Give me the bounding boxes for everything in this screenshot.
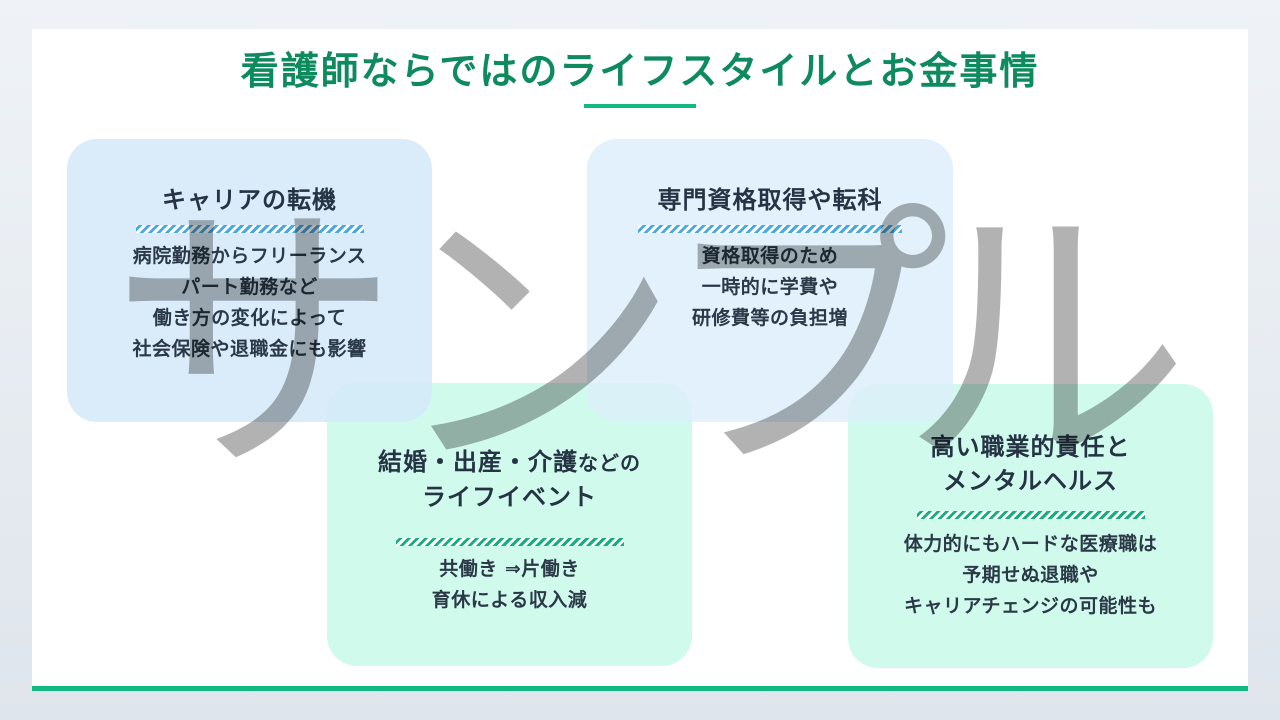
card-title: 結婚・出産・介護などの [327, 445, 692, 480]
card-title: 高い職業的責任と [930, 433, 1131, 461]
card-mental-health: 高い職業的責任と メンタルヘルス 体力的にもハードな医療職は 予期せぬ退職や キ… [848, 384, 1213, 668]
card-title-line2: ライフイベント [422, 483, 597, 511]
card-body-line: 病院勤務からフリーランス [132, 245, 367, 267]
card-body-line: キャリアチェンジの可能性も [903, 595, 1158, 617]
card-title-suffix: などの [578, 451, 641, 475]
card-career-turning-point: キャリアの転機 病院勤務からフリーランス パート勤務など 働き方の変化によって … [67, 139, 432, 422]
bottom-accent-bar [32, 686, 1248, 691]
card-body-line: 資格取得のため [701, 245, 839, 267]
card-body-line: 共働き ⇒片働き [439, 558, 580, 580]
hatched-divider [916, 511, 1145, 519]
title-underline [584, 104, 696, 108]
card-title: キャリアの転機 [162, 186, 337, 214]
card-body-line: 社会保険や退職金にも影響 [132, 338, 367, 360]
card-body-line: 育休による収入減 [431, 589, 588, 611]
hatched-divider [135, 225, 364, 233]
hatched-divider [638, 225, 902, 233]
card-title-main: 結婚・出産・介護 [378, 448, 578, 476]
card-body-line: 働き方の変化によって [152, 307, 347, 329]
card-qualification-transfer: 専門資格取得や転科 資格取得のため 一時的に学費や 研修費等の負担増 [587, 139, 953, 422]
card-body-line: 研修費等の負担増 [691, 307, 848, 329]
page-title: 看護師ならではのライフスタイルとお金事情 [240, 49, 1040, 93]
card-body-line: 予期せぬ退職や [962, 564, 1099, 586]
card-life-events: 結婚・出産・介護などの ライフイベント 共働き ⇒片働き 育休による収入減 [327, 383, 692, 666]
hatched-divider [395, 538, 624, 546]
card-title-line2: メンタルヘルス [943, 467, 1118, 495]
card-body-line: 体力的にもハードな医療職は [903, 533, 1158, 555]
card-title: 専門資格取得や転科 [657, 186, 883, 214]
card-body-line: 一時的に学費や [701, 276, 839, 298]
card-body-line: パート勤務など [181, 276, 318, 298]
